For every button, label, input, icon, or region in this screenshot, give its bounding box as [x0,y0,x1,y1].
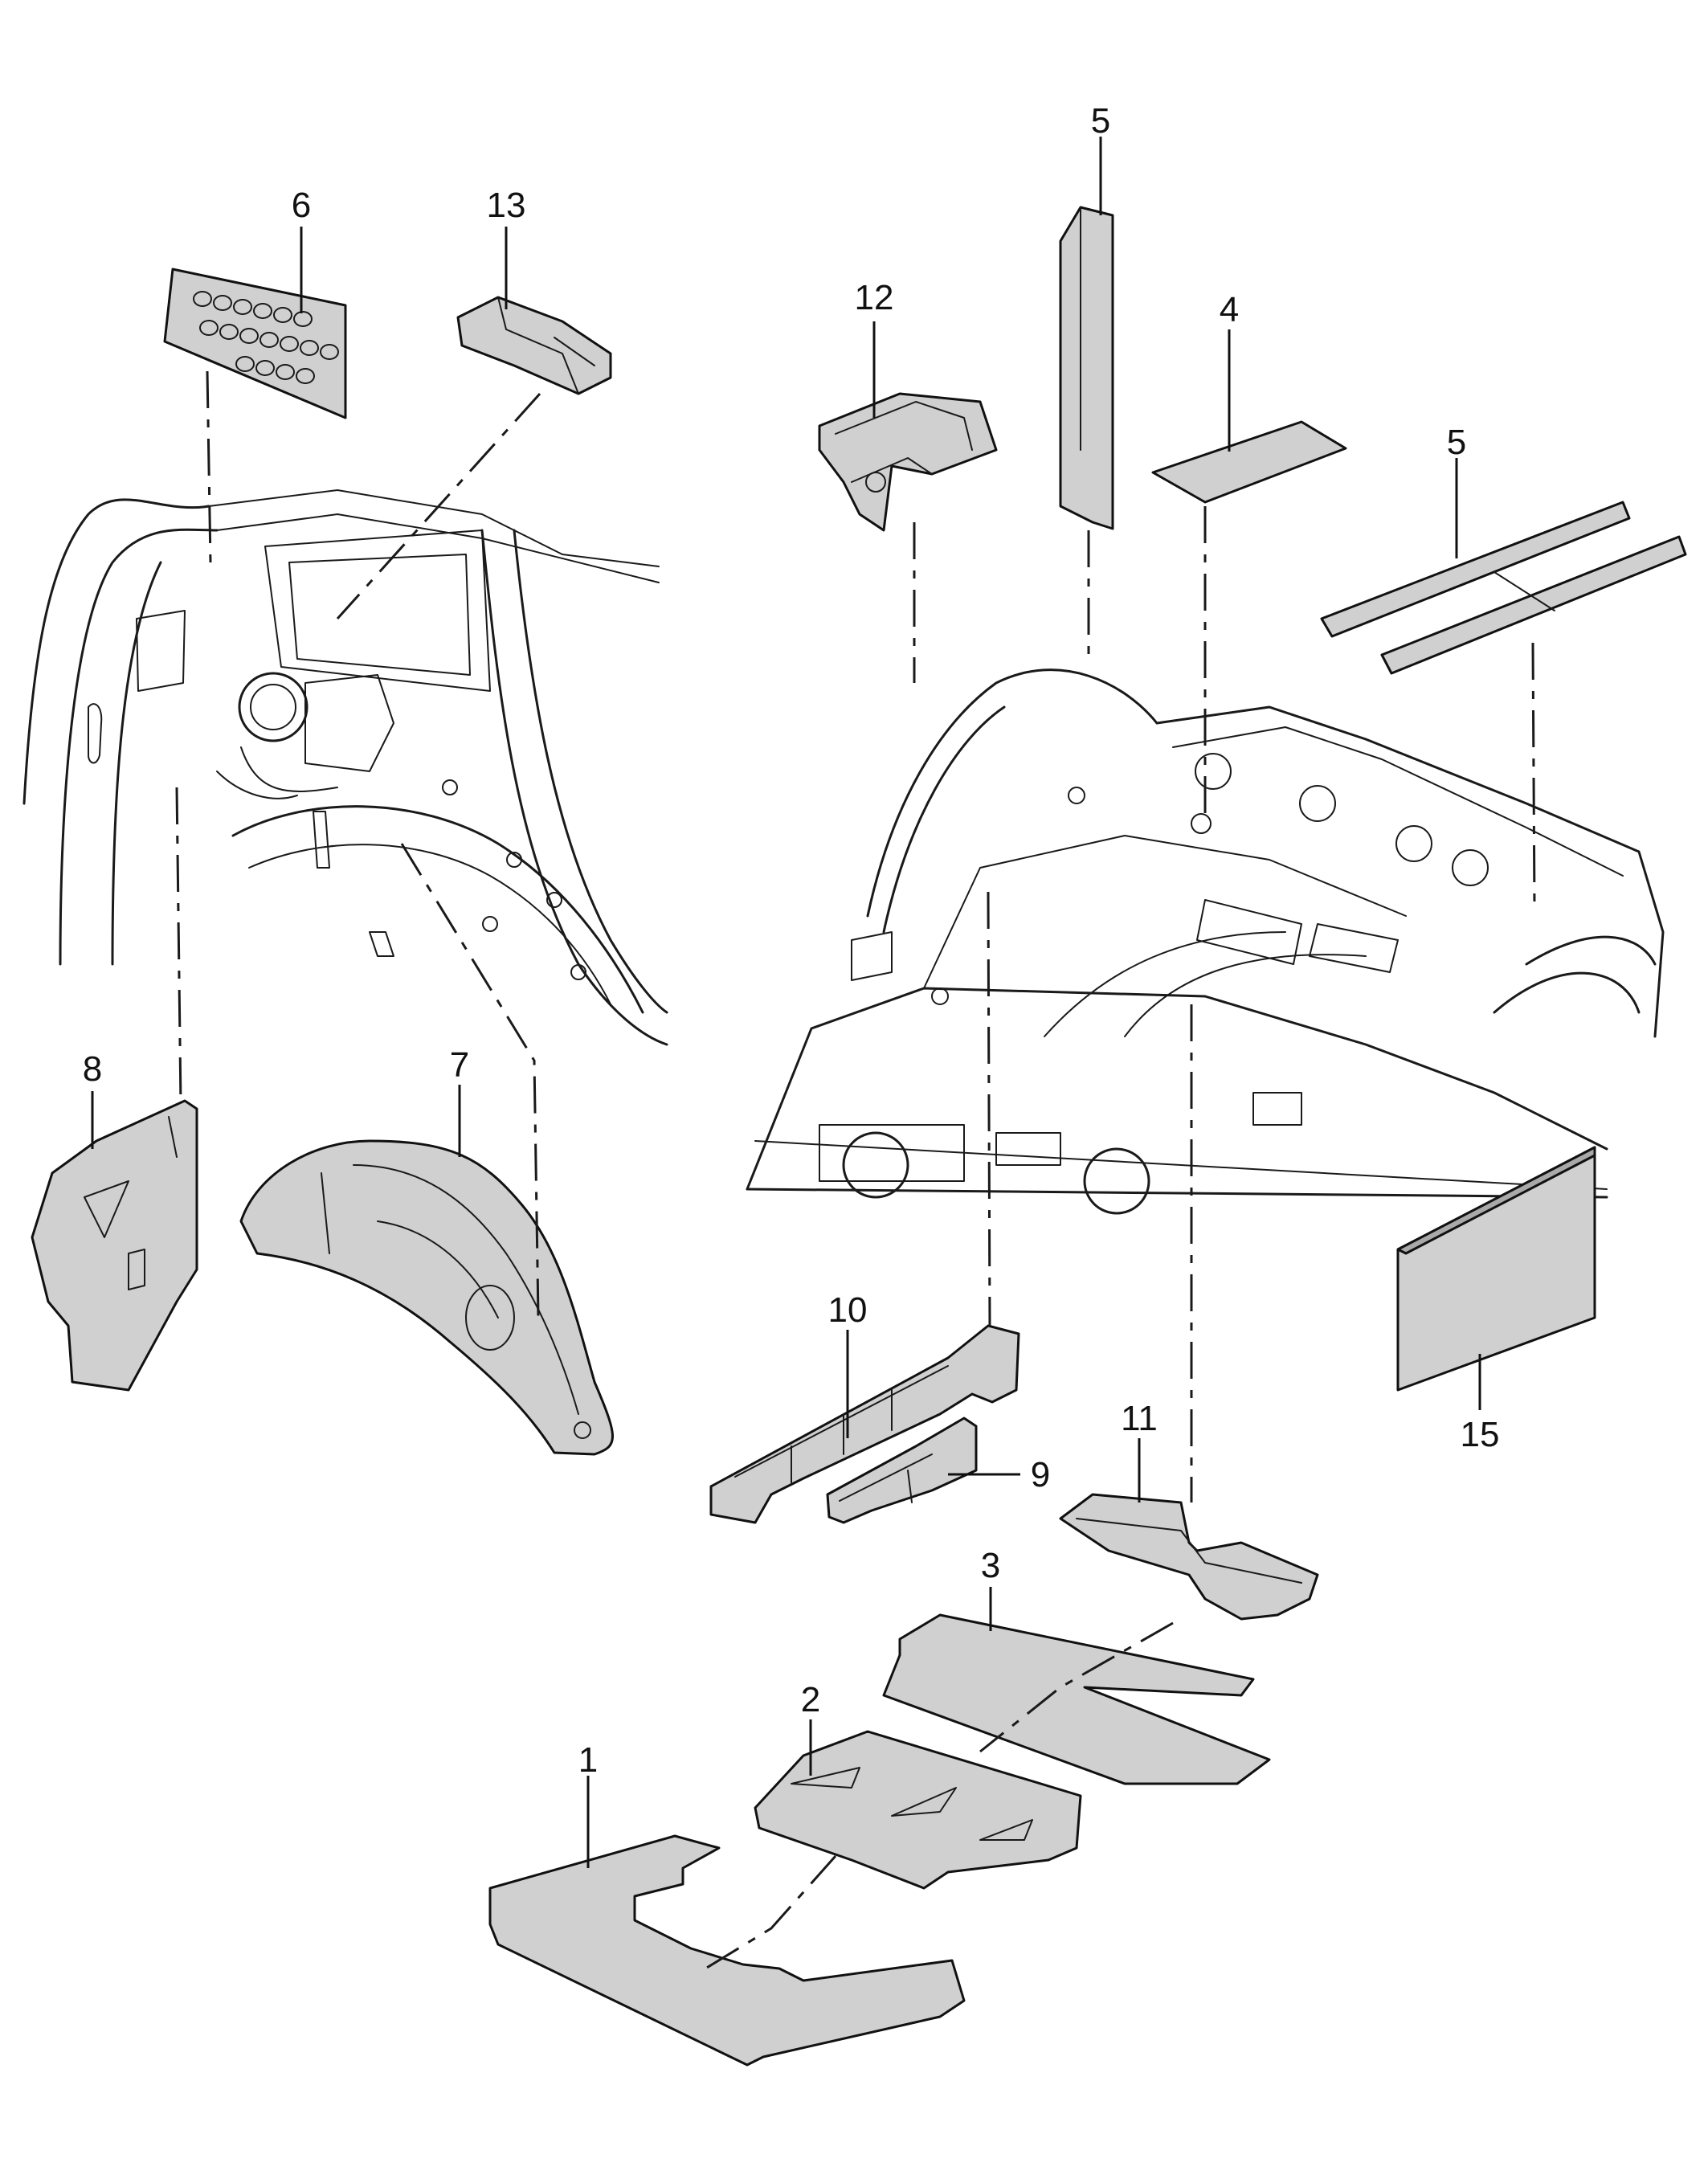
callout-1: 1 [578,1740,598,1780]
part-10-long-bracket [709,1324,1020,1524]
part-7-wheel-arch-liner [239,1139,614,1456]
part-5-double-strip [1320,501,1687,675]
part-8-side-panel [31,1099,198,1392]
callout-15: 15 [1461,1415,1500,1454]
part-6-perforated-plate [163,268,347,419]
left-body-section [22,489,668,1046]
part-2-mat [754,1730,1082,1890]
callout-3: 3 [981,1546,1000,1585]
callout-2: 2 [801,1680,820,1719]
callout-5b: 5 [1447,423,1466,462]
part-15-pad [1396,1146,1596,1392]
callout-5a: 5 [1091,101,1110,141]
part-1-floor-mat [488,1834,966,2067]
callout-9: 9 [1031,1455,1050,1494]
part-12-cover [818,392,998,532]
callout-7: 7 [450,1045,469,1085]
callout-13: 13 [487,186,526,225]
callout-11: 11 [1121,1399,1158,1438]
assembly-lines [175,370,1536,1974]
part-5-vertical-strip [1059,206,1114,530]
callout-10: 10 [828,1290,868,1330]
right-floor-section [746,668,1665,1215]
part-13-bracket [456,296,612,395]
leader-lines [91,137,1481,1868]
callout-4: 4 [1220,290,1239,329]
callout-8: 8 [83,1049,102,1089]
part-4-sheet [1151,420,1347,504]
part-9-small-bracket [826,1417,978,1524]
callout-6: 6 [292,186,311,225]
part-11-bracket [1059,1493,1319,1621]
part-3-sheet [882,1613,1271,1785]
callout-labels: 1 2 3 4 5 5 6 7 8 9 10 11 12 13 15 [83,101,1500,1780]
callout-12: 12 [855,278,894,317]
